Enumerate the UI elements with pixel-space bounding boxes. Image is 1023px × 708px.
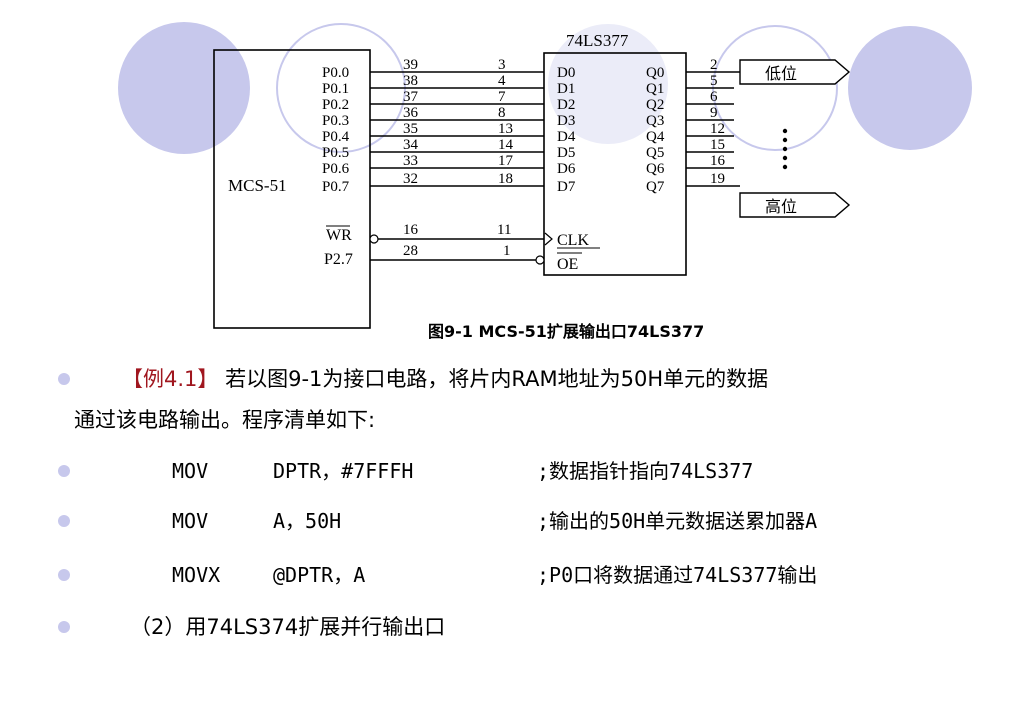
- mcu-pin-label: P0.5: [322, 145, 349, 161]
- mcu-pin-label: P0.0: [322, 65, 349, 81]
- chip-q-pin-number: 12: [710, 121, 725, 137]
- code-args-2: A，50H: [273, 509, 342, 533]
- clk-edge-marker: [544, 232, 553, 246]
- mcu-pin-number: 39: [403, 57, 418, 73]
- high-bits-label: 高位: [765, 197, 797, 216]
- low-bits-label: 低位: [765, 64, 797, 83]
- chip-d-pin-number: 17: [498, 153, 514, 169]
- p27-label: P2.7: [324, 251, 353, 268]
- oe-label: OE: [557, 256, 578, 273]
- figure-caption: 图9-1 MCS-51扩展输出口74LS377: [428, 322, 705, 341]
- section-heading: （2）用74LS374扩展并行输出口: [130, 615, 446, 639]
- chip-q-pin-label: Q3: [646, 113, 664, 129]
- bullet-dot: [58, 569, 70, 581]
- chip-q-pin-number: 9: [710, 105, 718, 121]
- chip-q-pin-number: 5: [710, 73, 718, 89]
- chip-q-pin-number: 15: [710, 137, 725, 153]
- high-bits-arrow: [739, 192, 851, 218]
- bg-circle-3: [548, 24, 668, 144]
- chip-label: 74LS377: [566, 31, 629, 50]
- chip-d-pin-label: D1: [557, 81, 575, 97]
- chip-q-pin-label: Q4: [646, 129, 665, 145]
- chip-q-pin-label: Q7: [646, 179, 665, 195]
- example-line-2: 通过该电路输出。程序清单如下:: [74, 408, 376, 432]
- bullet-dot: [58, 621, 70, 633]
- chip-q-pin-number: 6: [710, 89, 718, 105]
- mcu-pin-label: P0.2: [322, 97, 349, 113]
- chip-d-pin-number: 4: [498, 73, 506, 89]
- mcu-pin-number: 37: [403, 89, 419, 105]
- chip-q-pin-label: Q6: [646, 161, 665, 177]
- chip-q-pin-label: Q5: [646, 145, 664, 161]
- chip-d-pin-label: D7: [557, 179, 576, 195]
- mcu-pin-number: 38: [403, 73, 418, 89]
- chip-d-pin-label: D4: [557, 129, 576, 145]
- code-comment-3: ;P0口将数据通过74LS377输出: [537, 563, 818, 587]
- chip-d-pin-label: D6: [557, 161, 576, 177]
- chip-d-pin-number: 8: [498, 105, 506, 121]
- chip-d-pin-label: D2: [557, 97, 575, 113]
- chip-d-pin-number: 14: [498, 137, 514, 153]
- chip-q-pin-number: 2: [710, 57, 718, 73]
- bullet-dot: [58, 465, 70, 477]
- code-args-3: @DPTR，A: [273, 563, 366, 587]
- example-text: 若以图9-1为接口电路，将片内RAM地址为50H单元的数据: [218, 367, 769, 391]
- mcu-pin-label: P0.4: [322, 129, 350, 145]
- oe-inverter-bubble: [535, 255, 545, 265]
- wr-inverter-bubble: [369, 234, 379, 244]
- wr-pin-number: 16: [403, 222, 419, 238]
- clk-pin-number: 11: [497, 222, 511, 238]
- chip-d-pin-number: 7: [498, 89, 506, 105]
- mcu-pin-label: P0.3: [322, 113, 349, 129]
- mcu-pin-label: P0.1: [322, 81, 349, 97]
- mcu-label: MCS-51: [228, 176, 287, 195]
- clk-label: CLK: [557, 232, 589, 249]
- oe-pin-number: 1: [503, 243, 511, 259]
- chip-d-pin-label: D3: [557, 113, 575, 129]
- code-op-3: MOVX: [172, 563, 221, 587]
- bg-circle-2: [848, 26, 972, 150]
- chip-q-pin-number: 19: [710, 171, 725, 187]
- mcu-pin-number: 35: [403, 121, 418, 137]
- chip-d-pin-label: D5: [557, 145, 575, 161]
- ellipsis-dots: [782, 128, 788, 170]
- mcu-pin-number: 33: [403, 153, 418, 169]
- background-circles: [118, 22, 972, 154]
- code-op-2: MOV: [172, 509, 209, 533]
- wr-label: WR: [326, 227, 352, 244]
- mcu-pin-number: 36: [403, 105, 419, 121]
- code-op-1: MOV: [172, 459, 209, 483]
- chip-q-pin-label: Q1: [646, 81, 664, 97]
- mcu-pin-label: P0.6: [322, 161, 350, 177]
- code-comment-2: ;输出的50H单元数据送累加器A: [537, 509, 818, 533]
- chip-q-pin-label: Q0: [646, 65, 664, 81]
- mcu-pin-number: 32: [403, 171, 418, 187]
- mcu-pin-label: P0.7: [322, 179, 350, 195]
- chip-block: [543, 52, 687, 276]
- bullet-dot: [58, 515, 70, 527]
- chip-d-pin-label: D0: [557, 65, 575, 81]
- p27-pin-number: 28: [403, 243, 418, 259]
- chip-d-pin-number: 3: [498, 57, 506, 73]
- example-tag: 【例4.1】: [122, 367, 219, 391]
- example-line-1: 【例4.1】 若以图9-1为接口电路，将片内RAM地址为50H单元的数据: [122, 364, 768, 394]
- chip-d-pin-number: 13: [498, 121, 513, 137]
- bullet-dot: [58, 373, 70, 385]
- code-comment-1: ;数据指针指向74LS377: [537, 459, 754, 483]
- chip-q-pin-number: 16: [710, 153, 726, 169]
- low-bits-arrow: [739, 59, 851, 85]
- mcu-block: [213, 49, 371, 329]
- bg-circle-1: [118, 22, 250, 154]
- code-args-1: DPTR，#7FFFH: [273, 459, 414, 483]
- chip-q-pin-label: Q2: [646, 97, 664, 113]
- mcu-pin-number: 34: [403, 137, 419, 153]
- chip-d-pin-number: 18: [498, 171, 513, 187]
